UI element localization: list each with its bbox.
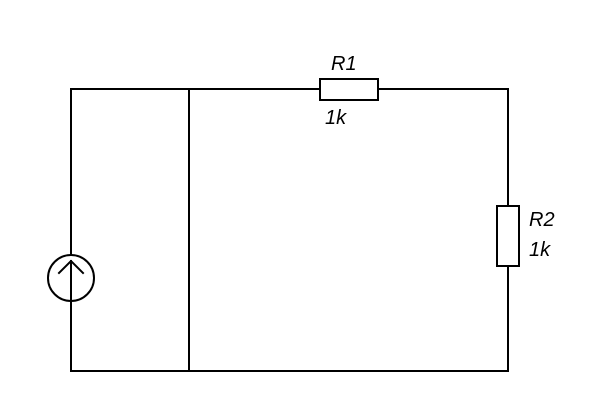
resistor-r1-name: R1 — [331, 53, 357, 75]
resistor-r1-value: 1k — [325, 107, 347, 129]
wires — [70, 88, 509, 372]
resistor-r2-name: R2 — [529, 209, 555, 231]
resistor-r1-body — [319, 78, 379, 101]
resistor-r2: R2 1k — [496, 205, 555, 267]
resistor-r1: R1 1k — [319, 53, 379, 129]
resistor-r2-body — [496, 205, 520, 267]
resistor-r2-value: 1k — [529, 239, 551, 261]
current-source-arrow-head — [57, 259, 85, 275]
current-source — [47, 254, 95, 302]
